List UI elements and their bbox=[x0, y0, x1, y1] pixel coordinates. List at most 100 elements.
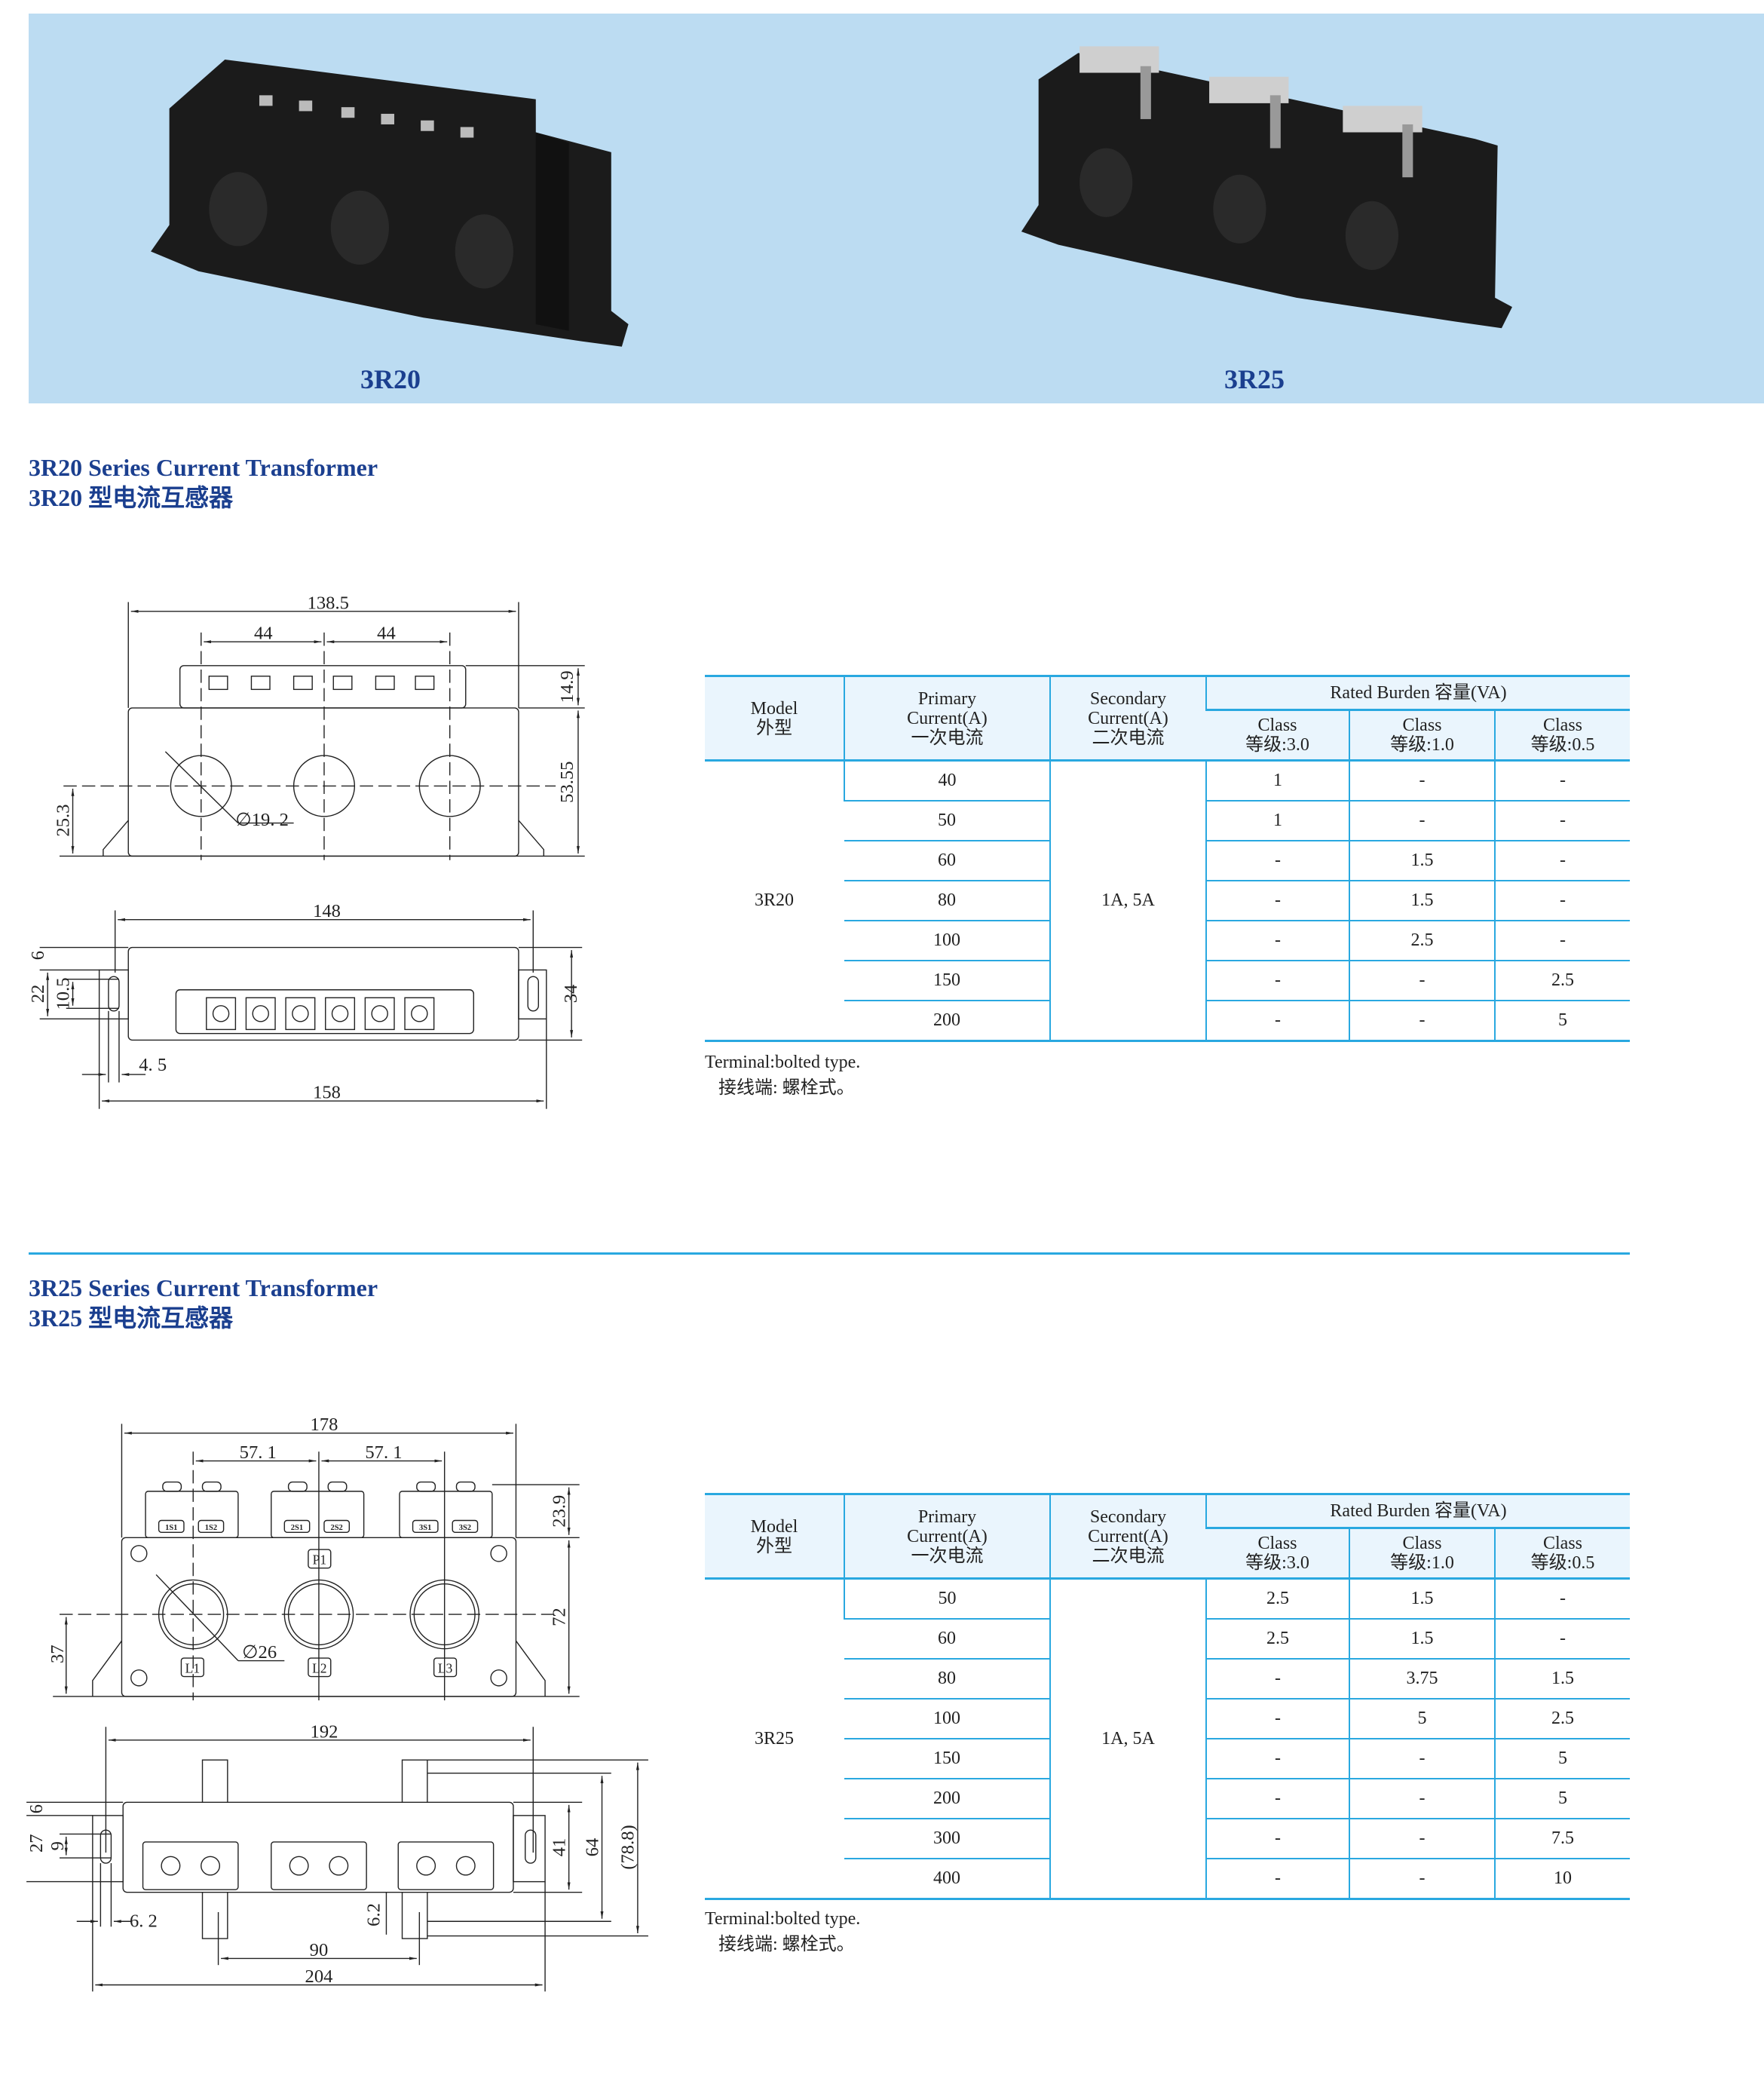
section-title-3r25: 3R25 Series Current Transformer 3R25 型电流… bbox=[29, 1273, 378, 1333]
dim-overall-width: 138.5 bbox=[308, 593, 349, 613]
section-title-3r20: 3R20 Series Current Transformer 3R20 型电流… bbox=[29, 452, 378, 513]
header-line: 二次电流 bbox=[1092, 728, 1165, 748]
burden-cell-c30: 1 bbox=[1205, 801, 1349, 841]
product-label-3r20: 3R20 bbox=[360, 364, 421, 394]
dim-41: 41 bbox=[549, 1838, 569, 1857]
secondary-current-cell: 1A, 5A bbox=[1049, 760, 1206, 1042]
burden-cell-c30: - bbox=[1205, 921, 1349, 961]
burden-cell-c30: 1 bbox=[1205, 760, 1349, 801]
burden-cell-c10: - bbox=[1349, 1819, 1495, 1859]
burden-cell-c10: 3.75 bbox=[1349, 1659, 1495, 1700]
primary-current-cell: 60 bbox=[844, 1619, 1050, 1660]
header-line: Model bbox=[750, 1516, 798, 1537]
dim-depth: 34 bbox=[561, 985, 581, 1004]
burden-cell-c05: - bbox=[1493, 921, 1631, 961]
header-line: Current(A) bbox=[907, 1526, 988, 1546]
header-line: 外型 bbox=[756, 1536, 792, 1556]
dim-overall-length: 158 bbox=[313, 1083, 341, 1103]
photo-3r20 bbox=[151, 59, 629, 347]
header-line: Current(A) bbox=[907, 708, 988, 728]
header-line: Secondary bbox=[1089, 1506, 1167, 1527]
header-line: 等级:1.0 bbox=[1390, 735, 1454, 755]
primary-current-cell: 150 bbox=[844, 961, 1050, 1001]
header-line: Secondary bbox=[1089, 688, 1167, 709]
section-divider bbox=[29, 1252, 1630, 1255]
header-line: 等级:1.0 bbox=[1390, 1553, 1454, 1573]
primary-current-cell: 80 bbox=[844, 881, 1050, 921]
burden-cell-c10: 1.5 bbox=[1349, 1578, 1495, 1620]
primary-current-cell: 80 bbox=[844, 1659, 1050, 1700]
note-cn: 接线端: 螺栓式。 bbox=[718, 1935, 855, 1954]
dim-center-height: 25.3 bbox=[53, 805, 73, 837]
dim-tab-slot: 6.2 bbox=[364, 1903, 384, 1926]
dim-78-8: (78.8) bbox=[618, 1825, 639, 1869]
burden-cell-c10: - bbox=[1349, 1739, 1495, 1779]
header-line: Current(A) bbox=[1088, 1526, 1168, 1546]
burden-cell-c05: - bbox=[1493, 1619, 1631, 1660]
dim-body-height: 53.55 bbox=[557, 762, 577, 803]
burden-cell-c10: 1.5 bbox=[1349, 881, 1495, 921]
table-row: 80-1.5- bbox=[705, 881, 1631, 921]
product-label-3r25: 3R25 bbox=[1224, 364, 1285, 394]
drawing-3r20: 138.5 44 44 14.9 53.55 25.3 ∅19. 2 148 3… bbox=[28, 593, 585, 1109]
table-row: 60-1.5- bbox=[705, 841, 1631, 881]
model-cell: 3R25 bbox=[705, 1578, 844, 1900]
burden-cell-c30: - bbox=[1205, 1859, 1349, 1900]
model-cell: 3R20 bbox=[705, 760, 844, 1042]
table-row: 200--5 bbox=[705, 1001, 1631, 1042]
header-line: 等级:0.5 bbox=[1530, 735, 1595, 755]
burden-cell-c10: - bbox=[1349, 1001, 1495, 1042]
dim-terminal-height: 23.9 bbox=[549, 1495, 569, 1528]
header-line: Primary bbox=[917, 688, 977, 709]
header-line: Class bbox=[1257, 1534, 1297, 1553]
primary-current-cell: 50 bbox=[844, 1578, 1050, 1620]
header-line: 外型 bbox=[756, 718, 792, 738]
dim-pitch-left: 44 bbox=[254, 624, 273, 644]
primary-current-cell: 400 bbox=[844, 1859, 1050, 1900]
dim-slot-width: 4. 5 bbox=[139, 1055, 167, 1075]
primary-current-cell: 300 bbox=[844, 1819, 1050, 1859]
burden-cell-c30: - bbox=[1205, 1739, 1349, 1779]
burden-cell-c10: 5 bbox=[1349, 1699, 1495, 1739]
terminal-label: 3S1 bbox=[419, 1524, 431, 1532]
burden-cell-c05: 2.5 bbox=[1493, 1699, 1631, 1739]
table-row: 300--7.5 bbox=[705, 1819, 1631, 1859]
title-en: 3R20 Series Current Transformer bbox=[29, 454, 378, 481]
header-line: 一次电流 bbox=[911, 1546, 984, 1566]
dim-slot-length: 9 bbox=[47, 1841, 68, 1850]
table-row: 200--5 bbox=[705, 1779, 1631, 1819]
burden-cell-c05: - bbox=[1493, 801, 1631, 841]
terminal-note-3r20: Terminal:bolted type. 接线端: 螺栓式。 bbox=[705, 1050, 860, 1101]
burden-cell-c05: 5 bbox=[1493, 1001, 1631, 1042]
title-cn: 3R25 型电流互感器 bbox=[29, 1304, 234, 1332]
secondary-current-cell: 1A, 5A bbox=[1049, 1578, 1206, 1900]
l3-label: L3 bbox=[438, 1660, 453, 1675]
dim-slot-width: 6. 2 bbox=[130, 1911, 158, 1931]
burden-cell-c05: 7.5 bbox=[1493, 1819, 1631, 1859]
header-line: 二次电流 bbox=[1092, 1546, 1165, 1566]
title-cn: 3R20 型电流互感器 bbox=[29, 484, 234, 511]
header-line: Class bbox=[1257, 716, 1297, 735]
burden-cell-c05: 5 bbox=[1493, 1739, 1631, 1779]
dim-overall-length: 204 bbox=[305, 1966, 333, 1987]
header-line: 等级:3.0 bbox=[1245, 735, 1309, 755]
burden-cell-c10: 1.5 bbox=[1349, 1619, 1495, 1660]
table-row: 100-2.5- bbox=[705, 921, 1631, 961]
burden-cell-c10: - bbox=[1349, 961, 1495, 1001]
burden-cell-c05: 1.5 bbox=[1493, 1659, 1631, 1700]
title-en: 3R25 Series Current Transformer bbox=[29, 1274, 378, 1301]
